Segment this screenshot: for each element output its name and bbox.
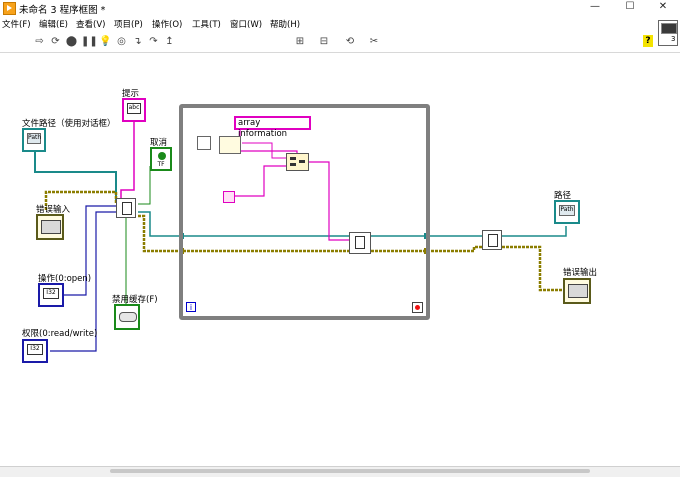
led-icon [158, 152, 166, 160]
close-file-vi[interactable] [482, 230, 502, 250]
error-out-label: 错误输出 [563, 268, 598, 278]
operation-label: 操作(0:open) [38, 274, 92, 284]
horizontal-scrollbar[interactable] [110, 469, 590, 473]
step-out-icon[interactable]: ↥ [165, 36, 174, 47]
enum-terminal-icon: I32 [43, 288, 59, 299]
window-title: 未命名 3 程序框图 * [19, 5, 106, 16]
file-path-label: 文件路径（使用对话框） [22, 119, 116, 129]
enum-terminal-icon: I32 [27, 344, 43, 355]
get-date-time-string-node[interactable] [219, 136, 241, 154]
path-out-terminal[interactable]: Path [554, 200, 580, 224]
toggle-switch-icon [119, 312, 137, 322]
path-terminal-icon: Path [559, 205, 575, 216]
iteration-terminal[interactable]: i [186, 302, 196, 312]
pause-icon[interactable]: ❚❚ [81, 36, 98, 47]
align-objects-icon[interactable]: ⊞ [295, 36, 305, 47]
title-bar: 未命名 3 程序框图 * — ☐ ✕ [0, 0, 680, 16]
time-wire [242, 142, 287, 159]
block-diagram-canvas[interactable] [0, 53, 680, 467]
permission-terminal[interactable]: I32 [22, 339, 48, 363]
prompt-label: 提示 [122, 89, 140, 99]
concatenate-strings-node[interactable] [286, 153, 309, 171]
write-to-text-file-vi[interactable] [349, 232, 371, 254]
menu-bar: 文件(F) 编辑(E) 查看(V) 项目(P) 操作(O) 工具(T) 窗口(W… [0, 17, 680, 31]
menu-view[interactable]: 查看(V) [76, 20, 106, 30]
open-file-vi[interactable] [116, 198, 136, 218]
error-out-wire-1 [371, 245, 482, 253]
menu-file[interactable]: 文件(F) [2, 20, 31, 30]
operation-terminal[interactable]: I32 [38, 283, 64, 307]
error-out-wire-2 [502, 245, 565, 292]
path-out-label: 路径 [554, 191, 572, 201]
while-loop[interactable] [179, 104, 430, 320]
concat-out-wire [309, 161, 349, 241]
menu-project[interactable]: 项目(P) [114, 20, 143, 30]
error-in-terminal[interactable] [36, 214, 64, 240]
vi-icon-pane[interactable]: 3 [658, 20, 678, 46]
tick-count-icon[interactable] [197, 136, 211, 150]
reorder-icon[interactable]: ⟲ [345, 36, 355, 47]
menu-edit[interactable]: 编辑(E) [39, 20, 69, 30]
cleanup-diagram-icon[interactable]: ✂ [369, 36, 379, 47]
boolean-terminal-text: TF [157, 161, 165, 168]
labview-app-icon [3, 2, 16, 15]
path-terminal-icon: Path [27, 133, 41, 144]
disable-buffering-label: 禁用缓存(F) [112, 295, 158, 305]
menu-operate[interactable]: 操作(O) [152, 20, 183, 30]
string-terminal-icon: abc [127, 103, 141, 114]
minimize-button[interactable]: — [590, 1, 600, 12]
error-in-label: 错误输入 [36, 205, 71, 215]
file-path-wire [34, 148, 117, 200]
concat-input-icon [290, 157, 296, 160]
menu-help[interactable]: 帮助(H) [270, 20, 301, 30]
prompt-wire [120, 120, 135, 200]
permission-wire [50, 211, 116, 352]
run-arrow-icon[interactable]: ⇨ [35, 36, 44, 47]
close-button[interactable]: ✕ [658, 1, 668, 12]
help-icon[interactable]: ? [643, 35, 653, 47]
cancel-terminal[interactable]: TF [150, 147, 172, 171]
distribute-objects-icon[interactable]: ⊟ [319, 36, 329, 47]
path-out-wire [502, 226, 567, 237]
error-cluster-icon [568, 284, 588, 298]
vi-icon-number: 3 [671, 35, 676, 43]
vi-icon-screen [661, 23, 677, 34]
error-wire [138, 214, 349, 253]
highlight-execution-icon[interactable]: 💡 [99, 36, 112, 47]
cancel-wire [138, 166, 151, 205]
run-continuously-icon[interactable]: ⟳ [51, 36, 60, 47]
maximize-button[interactable]: ☐ [625, 1, 635, 12]
format-input-wire [234, 165, 287, 197]
concat-output-icon [299, 160, 305, 163]
cancel-label: 取消 [150, 138, 168, 148]
prompt-terminal[interactable]: abc [122, 98, 146, 122]
disable-buffering-terminal[interactable] [114, 304, 140, 330]
string-constant[interactable]: array information [234, 116, 311, 139]
step-over-icon[interactable]: ↷ [149, 36, 158, 47]
menu-tools[interactable]: 工具(T) [192, 20, 221, 30]
abort-icon[interactable]: ⬤ [65, 36, 78, 47]
permission-label: 权限(0:read/write) [22, 329, 98, 339]
concat-input-icon [290, 163, 296, 166]
stop-condition-terminal[interactable] [412, 302, 423, 313]
menu-window[interactable]: 窗口(W) [230, 20, 263, 30]
file-path-terminal[interactable]: Path [22, 128, 46, 152]
operation-wire [56, 205, 116, 296]
step-into-icon[interactable]: ↴ [133, 36, 142, 47]
error-out-terminal[interactable] [563, 278, 591, 304]
file-refnum-wire [138, 211, 349, 237]
retain-wire-values-icon[interactable]: ◎ [117, 36, 126, 47]
error-cluster-icon [41, 220, 61, 234]
array-to-string-node[interactable] [223, 191, 235, 203]
